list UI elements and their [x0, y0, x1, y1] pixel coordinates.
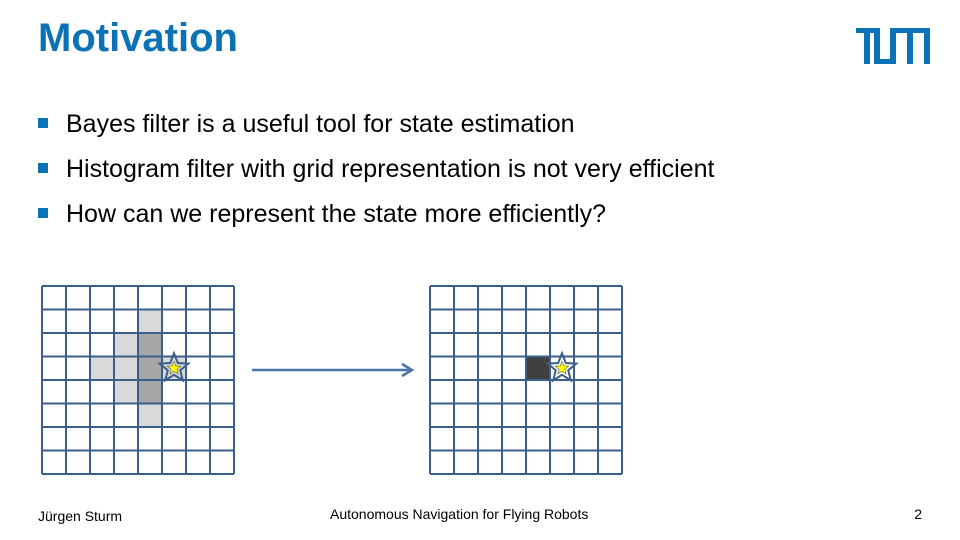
page-number: 2 [914, 506, 922, 522]
slide-title: Motivation [38, 16, 238, 60]
footer-course: Autonomous Navigation for Flying Robots [330, 506, 589, 522]
grid-cell-shaded [138, 309, 162, 333]
star-outline-icon [545, 350, 579, 383]
grid-cell-shaded [90, 356, 114, 380]
bullet-text: Bayes filter is a useful tool for state … [66, 110, 575, 138]
histogram-grid-left [41, 285, 235, 475]
bullet-list: Bayes filter is a useful tool for state … [38, 105, 714, 240]
bullet-square-icon [38, 163, 48, 173]
star-icon [166, 360, 182, 375]
grid-cell-shaded [114, 356, 138, 380]
bullet-item: Histogram filter with grid representatio… [38, 150, 714, 195]
bullet-square-icon [38, 118, 48, 128]
grid-cell-shaded [114, 333, 138, 357]
grid-cell-shaded [114, 380, 138, 404]
grid-cell-shaded [526, 356, 550, 380]
bullet-text: How can we represent the state more effi… [66, 200, 607, 228]
bullet-item: How can we represent the state more effi… [38, 195, 714, 240]
tum-logo-icon [856, 28, 930, 64]
star-icon [554, 360, 570, 375]
grid-cell-shaded [138, 333, 162, 357]
bullet-item: Bayes filter is a useful tool for state … [38, 105, 714, 150]
bullet-text: Histogram filter with grid representatio… [66, 155, 715, 183]
right-arrow-icon [252, 362, 415, 378]
star-outline-icon [157, 350, 191, 383]
grid-cell-shaded [138, 356, 162, 380]
grid-cell-shaded [138, 380, 162, 404]
grid-cell-shaded [138, 403, 162, 427]
bullet-square-icon [38, 208, 48, 218]
footer-author: Jürgen Sturm [38, 508, 123, 524]
histogram-grid-right [429, 285, 623, 475]
